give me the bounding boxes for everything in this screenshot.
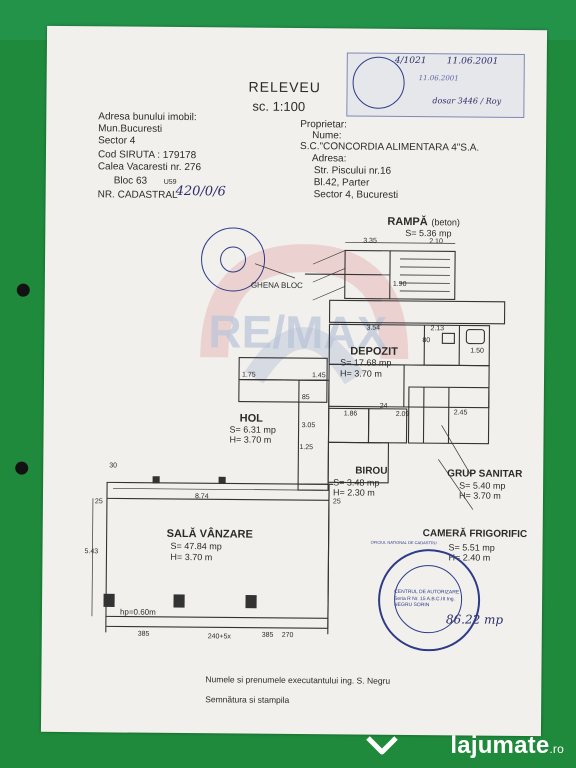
dim-1-75: 1.75: [242, 371, 256, 379]
ghena-label: GHENA BLOC: [250, 280, 303, 291]
camera-label: CAMERĂ FRIGORIFIC: [422, 528, 528, 541]
dim-3-05: 3.05: [301, 422, 316, 430]
dim-385-right: 385: [261, 631, 274, 639]
seal-ring: OFICIUL NATIONAL DE CADASTRU: [370, 539, 437, 546]
dim-85: 85: [301, 394, 310, 402]
birou-label: BIROU: [355, 465, 388, 477]
dim-385-left: 385: [137, 630, 150, 638]
depozit-label: DEPOZIT: [350, 345, 398, 358]
camera-area: S= 5.51 mp: [448, 542, 495, 553]
sala-height: H= 3.70 m: [170, 551, 213, 563]
hol-label: HOL: [239, 412, 263, 425]
brand-tld: .ro: [549, 742, 564, 756]
dim-2-13: 2.13: [430, 325, 445, 333]
grup-area: S= 5.40 mp: [459, 480, 506, 491]
heart-logo-icon: [366, 736, 398, 755]
grup-height: H= 3.70 m: [458, 490, 501, 501]
brand-name: lajumate: [450, 732, 550, 759]
dim-1-25: 1.25: [299, 444, 314, 452]
dim-1-86: 1.86: [343, 410, 358, 418]
dim-24: 24: [379, 402, 388, 410]
dim-2-45: 2.45: [453, 409, 468, 417]
balloon-watermark-icon: RE/MAX: [200, 244, 409, 385]
dim-25-right: 25: [332, 498, 341, 506]
depozit-height: H= 3.70 m: [340, 368, 382, 379]
seal-text: CENTRUL DE AUTORIZARE Seria R Nr. 15 A.B…: [394, 588, 460, 609]
ramp-note: (beton): [431, 217, 460, 228]
birou-area: S= 3.48 mp: [333, 477, 380, 488]
hp-label: hp=0.60m: [119, 607, 156, 617]
birou-height: H= 2.30 m: [332, 487, 375, 498]
dim-270: 270: [281, 631, 294, 640]
depozit-area: S= 17.68 mp: [340, 357, 392, 368]
svg-text:RE/MAX: RE/MAX: [208, 305, 388, 359]
dim-3-35: 3.35: [363, 237, 377, 245]
hol-area: S= 6.31 mp: [229, 424, 276, 435]
dim-1-50: 1.50: [470, 347, 484, 355]
punch-hole-top: [16, 283, 30, 297]
dim-80: 80: [422, 337, 431, 345]
ramp-area: S= 5.36 mp: [405, 227, 452, 239]
dim-8-74: 8.74: [194, 493, 209, 501]
dim-25-left: 25: [94, 498, 103, 506]
dim-2-09: 2.09: [395, 410, 410, 419]
hol-height: H= 3.70 m: [229, 434, 272, 445]
dim-30: 30: [109, 462, 118, 470]
sala-label: SALĂ VÂNZARE: [166, 527, 253, 541]
floor-plan-sheet: RE/MAX RELEVEU sc. 1:100 4/1021 11.06.20…: [15, 25, 548, 737]
dim-2-10: 2.10: [429, 238, 443, 246]
dim-3-54: 3.54: [366, 324, 381, 332]
punch-hole-bottom: [15, 461, 29, 475]
signature-line: Semnătura si stampila: [205, 694, 290, 705]
dim-1-45: 1.45: [312, 372, 326, 380]
dim-5-43: 5.43: [84, 548, 99, 556]
brand-logo: lajumate.ro: [450, 732, 564, 760]
ramp-label: RAMPĂ: [387, 215, 428, 229]
floor-plan-drawing: [91, 242, 506, 635]
grup-label: GRUP SANITAR: [447, 468, 523, 480]
dim-1-90: 1.90: [392, 280, 407, 288]
dim-240: 240+5x: [207, 633, 231, 641]
sala-area: S= 47.84 mp: [170, 540, 222, 552]
executant-line: Numele si prenumele executantului ing. S…: [205, 674, 391, 686]
